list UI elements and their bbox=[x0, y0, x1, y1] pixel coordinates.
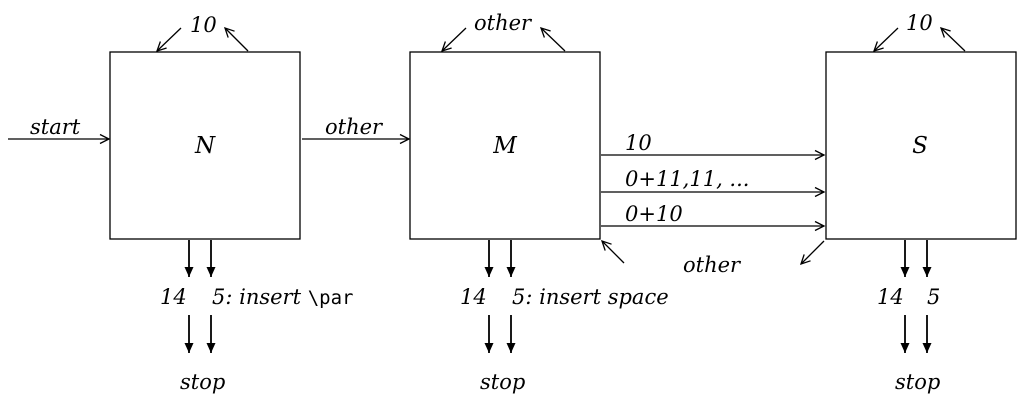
edge-m-to-s-2-label: 0+11,11, ... bbox=[625, 167, 749, 191]
m-loop-in-arrow bbox=[440, 27, 467, 53]
edge-s-to-m-label: other bbox=[683, 253, 742, 277]
edge-s-to-m-from-s bbox=[799, 240, 825, 266]
state-n-label: N bbox=[194, 133, 216, 159]
edge-s-to-m-from-m bbox=[600, 239, 625, 264]
edge-n-to-m-label: other bbox=[325, 115, 384, 139]
state-n-box bbox=[109, 51, 301, 240]
m-loop-out-arrow bbox=[539, 26, 566, 52]
state-n: N bbox=[109, 51, 301, 240]
state-s-label: S bbox=[912, 133, 928, 159]
n-out-label-right-code: \par bbox=[308, 287, 354, 309]
m-out-label-left: 14 bbox=[460, 285, 487, 309]
state-s: S bbox=[825, 51, 1017, 240]
state-m-label: M bbox=[492, 133, 518, 159]
edge-m-to-s-3-label: 0+10 bbox=[625, 202, 683, 226]
m-stop-label: stop bbox=[480, 370, 525, 394]
m-loop-label: other bbox=[474, 11, 533, 35]
s-loop-label: 10 bbox=[906, 11, 933, 35]
n-stop-label: stop bbox=[180, 370, 225, 394]
m-out-label-right: 5: insert space bbox=[512, 285, 669, 309]
state-s-box bbox=[825, 51, 1017, 240]
n-out-label-right-text: 5: insert bbox=[212, 285, 308, 309]
s-loop-out-arrow bbox=[939, 26, 966, 52]
start-label: start bbox=[30, 115, 81, 139]
s-out-label-right: 5 bbox=[927, 285, 940, 309]
s-stop-label: stop bbox=[895, 370, 940, 394]
n-loop-out-arrow bbox=[223, 26, 249, 52]
n-out-label-right: 5: insert \par bbox=[212, 285, 353, 309]
state-m: M bbox=[409, 51, 601, 240]
s-loop-in-arrow bbox=[872, 27, 899, 53]
state-m-box bbox=[409, 51, 601, 240]
n-loop-label: 10 bbox=[190, 13, 217, 37]
s-out-label-left: 14 bbox=[877, 285, 904, 309]
n-loop-in-arrow bbox=[155, 27, 182, 53]
n-out-label-left: 14 bbox=[160, 285, 187, 309]
edge-m-to-s-1-label: 10 bbox=[625, 131, 652, 155]
